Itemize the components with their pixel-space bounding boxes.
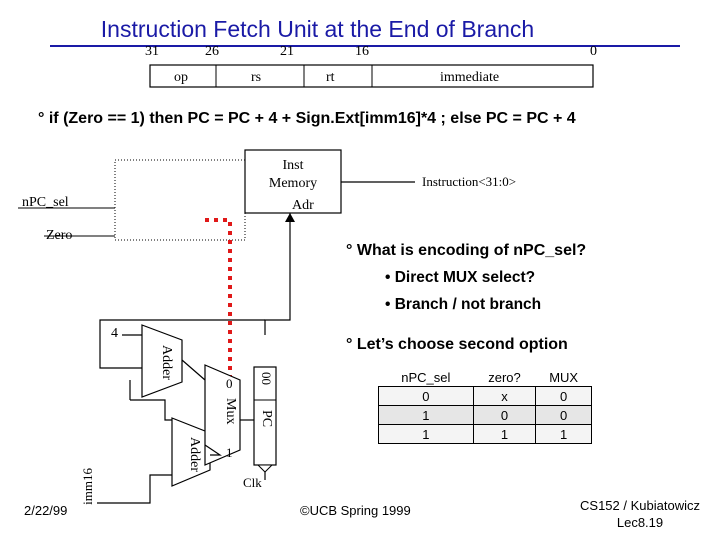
bit-26: 26	[205, 44, 219, 59]
footer-date: 2/22/99	[24, 503, 68, 518]
imm16-to-adder	[97, 474, 172, 504]
pc-update-rule: ° if (Zero == 1) then PC = PC + 4 + Sign…	[38, 110, 576, 127]
adder-to-mux-0	[181, 359, 206, 381]
adder-bottom-label: Adder	[187, 437, 202, 472]
table-cell: 1	[535, 424, 592, 444]
table-cell: 0	[378, 386, 474, 406]
pc-plus4-to-adder	[130, 399, 172, 421]
table-cell: x	[472, 386, 537, 406]
bit-21: 21	[280, 44, 294, 59]
adder-top-shape	[141, 324, 183, 398]
footer-lecture: Lec8.19	[616, 515, 664, 530]
footer-course-info: CS152 / Kubiatowicz Lec8.19	[570, 497, 710, 531]
pc-to-adr-line	[264, 213, 291, 335]
option-direct-mux: • Direct MUX select?	[385, 269, 536, 286]
table-cell: 0	[535, 405, 592, 425]
field-rs: rs	[251, 70, 262, 85]
footer-course: CS152 / Kubiatowicz	[580, 498, 700, 513]
footer-copyright: ©UCB Spring 1999	[300, 503, 411, 518]
instruction-bus-label: Instruction<31:0>	[422, 174, 517, 189]
table-header-npc-sel: nPC_sel	[378, 368, 474, 387]
bit-16: 16	[355, 44, 369, 59]
mux-input-1: 1	[226, 445, 233, 460]
table-cell: 0	[535, 386, 592, 406]
question-encoding: ° What is encoding of nPC_sel?	[346, 242, 587, 259]
pc-feedback-line	[99, 319, 265, 369]
next-pc-logic-box	[114, 159, 246, 241]
adder-top-label: Adder	[159, 345, 174, 380]
npc-sel-label: nPC_sel	[22, 195, 69, 210]
clk-label: Clk	[243, 475, 262, 490]
field-rt: rt	[326, 70, 335, 85]
table-header-zero: zero?	[473, 368, 536, 387]
table-cell: 1	[378, 424, 474, 444]
pc-register-label: PC	[259, 410, 274, 428]
npc-sel-truth-table: nPC_sel zero? MUX 0 x 0 1 0 0 1 1 1	[378, 368, 592, 444]
mux-select-line	[205, 218, 232, 390]
imm16-label: imm16	[80, 468, 95, 505]
table-cell: 1	[472, 424, 537, 444]
mux-shape	[204, 364, 241, 466]
mux-input-0: 0	[226, 376, 233, 391]
bit-31: 31	[145, 44, 159, 59]
bit-0: 0	[590, 44, 597, 59]
table-row: 1 0 0	[378, 405, 592, 425]
table-cell: 1	[378, 405, 474, 425]
inst-memory-label: Inst Memory	[268, 158, 318, 191]
mux-label: Mux	[223, 398, 238, 425]
inst-memory-box	[244, 149, 342, 214]
table-cell: 0	[472, 405, 537, 425]
table-header-mux: MUX	[535, 368, 592, 387]
adr-label: Adr	[292, 198, 314, 213]
field-immediate: immediate	[440, 70, 500, 85]
adder-to-mux-1	[204, 444, 222, 456]
adder-bottom-shape	[171, 417, 211, 487]
slide-title: Instruction Fetch Unit at the End of Bra…	[100, 16, 535, 42]
table-row: 0 x 0	[378, 386, 592, 406]
zero-label: Zero	[46, 228, 73, 243]
pc-low-bits-label: 00	[259, 372, 274, 385]
question-choice: ° Let’s choose second option	[346, 336, 568, 353]
option-branch: • Branch / not branch	[385, 296, 542, 313]
four-label: 4	[111, 326, 118, 341]
table-row: 1 1 1	[378, 424, 592, 444]
field-op: op	[174, 70, 188, 85]
